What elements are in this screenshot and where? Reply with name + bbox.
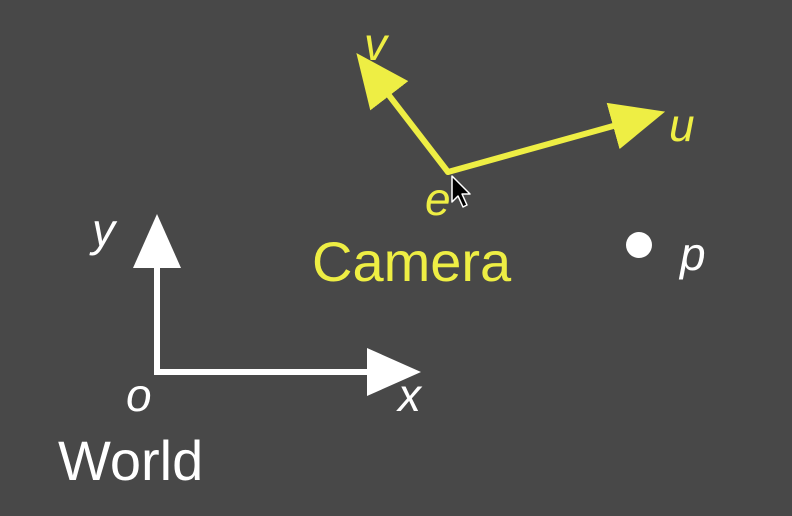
world-origin-label: o bbox=[126, 369, 152, 421]
world-frame: y x o World bbox=[58, 204, 423, 492]
camera-u-label: u bbox=[669, 99, 695, 151]
camera-v-axis bbox=[356, 52, 451, 175]
point-marker bbox=[626, 232, 652, 258]
point-p: p bbox=[626, 228, 706, 280]
camera-origin-label: e bbox=[425, 173, 451, 225]
camera-frame: v u e Camera bbox=[312, 18, 695, 293]
point-label: p bbox=[678, 228, 706, 280]
world-x-label: x bbox=[396, 369, 423, 421]
camera-v-label: v bbox=[364, 18, 390, 70]
world-y-label: y bbox=[89, 204, 118, 256]
mouse-pointer-icon bbox=[451, 175, 471, 208]
camera-title: Camera bbox=[312, 230, 512, 293]
camera-u-axis bbox=[445, 102, 666, 175]
world-title: World bbox=[58, 429, 203, 492]
